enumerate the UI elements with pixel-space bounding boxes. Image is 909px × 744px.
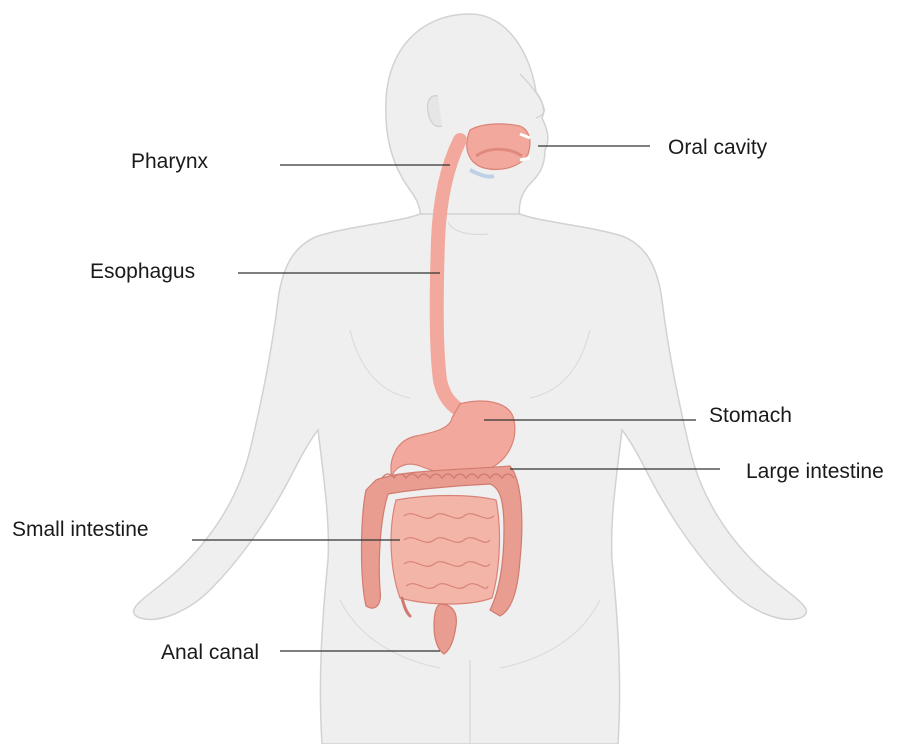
- label-stomach: Stomach: [709, 405, 792, 426]
- label-esophagus: Esophagus: [90, 261, 195, 282]
- label-small-intestine: Small intestine: [12, 519, 149, 540]
- label-pharynx: Pharynx: [131, 151, 208, 172]
- label-large-intestine: Large intestine: [746, 461, 884, 482]
- head: [386, 14, 548, 222]
- body-silhouette: [134, 14, 807, 744]
- label-anal-canal: Anal canal: [161, 642, 259, 663]
- label-oral-cavity: Oral cavity: [668, 137, 767, 158]
- oral-cavity-shape: [467, 124, 530, 170]
